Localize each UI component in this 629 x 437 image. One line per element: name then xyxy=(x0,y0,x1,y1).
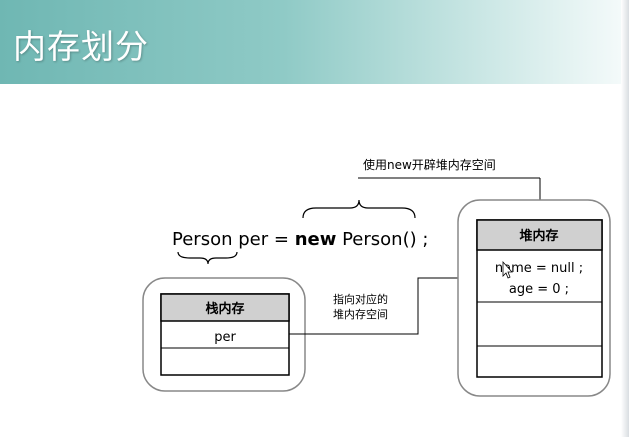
pointer-note-line2: 堆内存空间 xyxy=(333,307,388,321)
stack-cell-per: per xyxy=(214,330,236,345)
pointer-note-line1: 指向对应的 xyxy=(333,292,388,306)
code-new-keyword: new xyxy=(295,229,337,250)
code-constructor: Person() xyxy=(342,229,417,250)
title-banner: 内存划分 xyxy=(0,0,629,84)
reference-arrow xyxy=(289,274,476,335)
top-note: 使用new开辟堆内存空间 xyxy=(363,157,496,172)
code-eq: = xyxy=(274,229,289,250)
heap-header xyxy=(476,219,603,251)
code-var: per xyxy=(238,229,269,250)
code-semicolon: ; xyxy=(422,229,428,250)
stack-title: 栈内存 xyxy=(205,301,244,317)
heap-title: 堆内存 xyxy=(519,228,558,244)
heap-field-age: age = 0 ; xyxy=(509,282,569,297)
stack-header xyxy=(160,293,290,322)
per-brace xyxy=(177,251,238,265)
code-line: Person per = new Person() ; xyxy=(172,229,428,250)
heap-field-name: name = null ; xyxy=(495,261,583,276)
window-edge xyxy=(621,0,629,437)
mouse-cursor-icon xyxy=(502,260,513,279)
code-class: Person xyxy=(172,229,233,250)
slide-title: 内存划分 xyxy=(13,27,149,66)
new-brace xyxy=(302,199,416,219)
